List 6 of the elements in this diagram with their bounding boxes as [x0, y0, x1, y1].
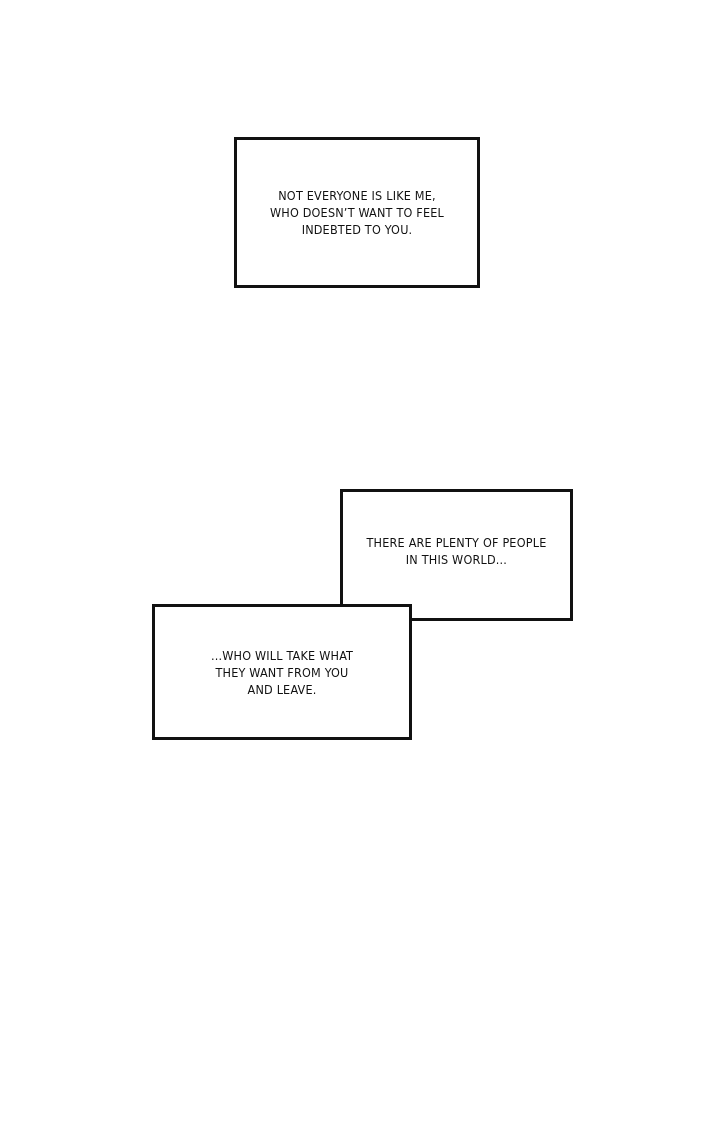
narration-text: THERE ARE PLENTY OF PEOPLE IN THIS WORLD... [366, 534, 547, 568]
narration-box [340, 489, 573, 621]
narration-text: NOT EVERYONE IS LIKE ME, WHO DOESN’T WANT TO FEEL INDEBTED TO YOU. [268, 187, 446, 238]
narration-text: ...WHO WILL TAKE WHAT THEY WANT FROM YOU AND LEAVE. [209, 646, 355, 698]
narration-box [152, 604, 412, 740]
narration-box [234, 137, 480, 288]
